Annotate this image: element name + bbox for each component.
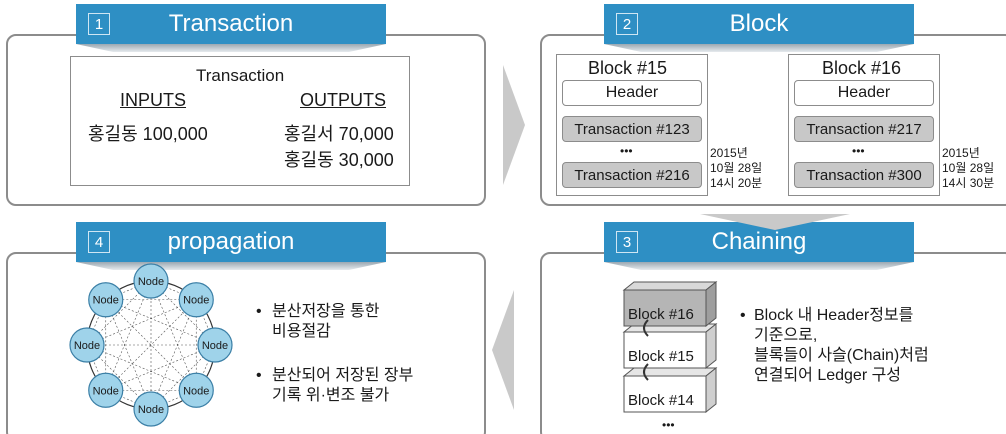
tab-shadow bbox=[604, 262, 914, 270]
node-label: Node bbox=[138, 276, 164, 288]
network-link bbox=[150, 344, 216, 410]
block-header: Header bbox=[562, 80, 702, 106]
panel-title: Transaction bbox=[168, 10, 294, 37]
arrow-right-icon bbox=[503, 65, 525, 185]
block-header: Header bbox=[794, 80, 934, 106]
network-node: Node bbox=[88, 282, 124, 318]
network-node: Node bbox=[133, 391, 169, 427]
node-label: Node bbox=[183, 295, 209, 307]
propagation-bullet: • 분산되어 저장된 장부 기록 위·변조 불가 bbox=[256, 367, 414, 404]
tab-chaining: 3 Chaining bbox=[604, 222, 914, 262]
node-label: Node bbox=[93, 295, 119, 307]
step-number: 2 bbox=[616, 13, 638, 35]
network-node: Node bbox=[178, 282, 214, 318]
ellipsis: ••• bbox=[620, 144, 633, 158]
tab-propagation: 4 propagation bbox=[76, 222, 386, 262]
stack-block-label: Block #15 bbox=[628, 348, 694, 365]
step-number: 1 bbox=[88, 13, 110, 35]
node-label: Node bbox=[138, 404, 164, 416]
step-number: 4 bbox=[88, 231, 110, 253]
block-timestamp: 2015년 10월 28일 14시 30분 bbox=[942, 146, 995, 190]
network-link bbox=[86, 344, 152, 410]
transaction-last: Transaction #216 bbox=[562, 162, 702, 188]
bullet-marker: • bbox=[256, 367, 262, 384]
stack-block-label: Block #14 bbox=[628, 392, 694, 409]
tab-shadow bbox=[604, 44, 914, 52]
bullet-marker: • bbox=[740, 307, 746, 324]
output-row: 홍길동 30,000 bbox=[284, 150, 394, 170]
network-node: Node bbox=[197, 327, 233, 363]
node-label: Node bbox=[93, 385, 119, 397]
inputs-label: INPUTS bbox=[120, 90, 187, 110]
output-row: 홍길서 70,000 bbox=[284, 124, 394, 144]
tab-transaction: 1 Transaction bbox=[76, 4, 386, 44]
bullet-marker: • bbox=[256, 303, 262, 320]
block-title: Block #16 bbox=[822, 58, 902, 78]
panel-title: Chaining bbox=[711, 228, 807, 255]
block-title: Block #15 bbox=[588, 58, 668, 78]
block-timestamp: 2015년 10월 28일 14시 20분 bbox=[710, 146, 763, 190]
transaction-first: Transaction #217 bbox=[794, 116, 934, 142]
panel-title: propagation bbox=[167, 228, 295, 255]
network-node: Node bbox=[133, 263, 169, 299]
node-label: Node bbox=[183, 385, 209, 397]
node-label: Node bbox=[74, 340, 100, 352]
panel-title: Block bbox=[729, 10, 789, 37]
outputs-label: OUTPUTS bbox=[300, 90, 387, 110]
stack-ellipsis: ••• bbox=[662, 418, 675, 432]
node-label: Node bbox=[202, 340, 228, 352]
input-row: 홍길동 100,000 bbox=[88, 124, 208, 144]
network-link bbox=[150, 280, 216, 346]
stack-block-label: Block #16 bbox=[628, 306, 694, 323]
propagation-bullet: • 분산저장을 통한 비용절감 bbox=[256, 303, 380, 340]
tab-shadow bbox=[76, 44, 386, 52]
block-stack bbox=[622, 280, 718, 414]
transaction-box-title: Transaction bbox=[196, 66, 285, 85]
network-node: Node bbox=[178, 372, 214, 408]
ellipsis: ••• bbox=[852, 144, 865, 158]
tab-shadow bbox=[76, 262, 386, 270]
network-node: Node bbox=[88, 372, 124, 408]
transaction-box bbox=[70, 56, 410, 186]
tab-block: 2 Block bbox=[604, 4, 914, 44]
arrow-left-icon bbox=[492, 290, 514, 410]
transaction-last: Transaction #300 bbox=[794, 162, 934, 188]
network-node: Node bbox=[69, 327, 105, 363]
step-number: 3 bbox=[616, 231, 638, 253]
panel-chaining bbox=[540, 252, 1006, 434]
transaction-first: Transaction #123 bbox=[562, 116, 702, 142]
network-link bbox=[105, 299, 197, 391]
chaining-bullet: • Block 내 Header정보를 기준으로, 블록들이 사슬(Chain)… bbox=[740, 307, 929, 384]
